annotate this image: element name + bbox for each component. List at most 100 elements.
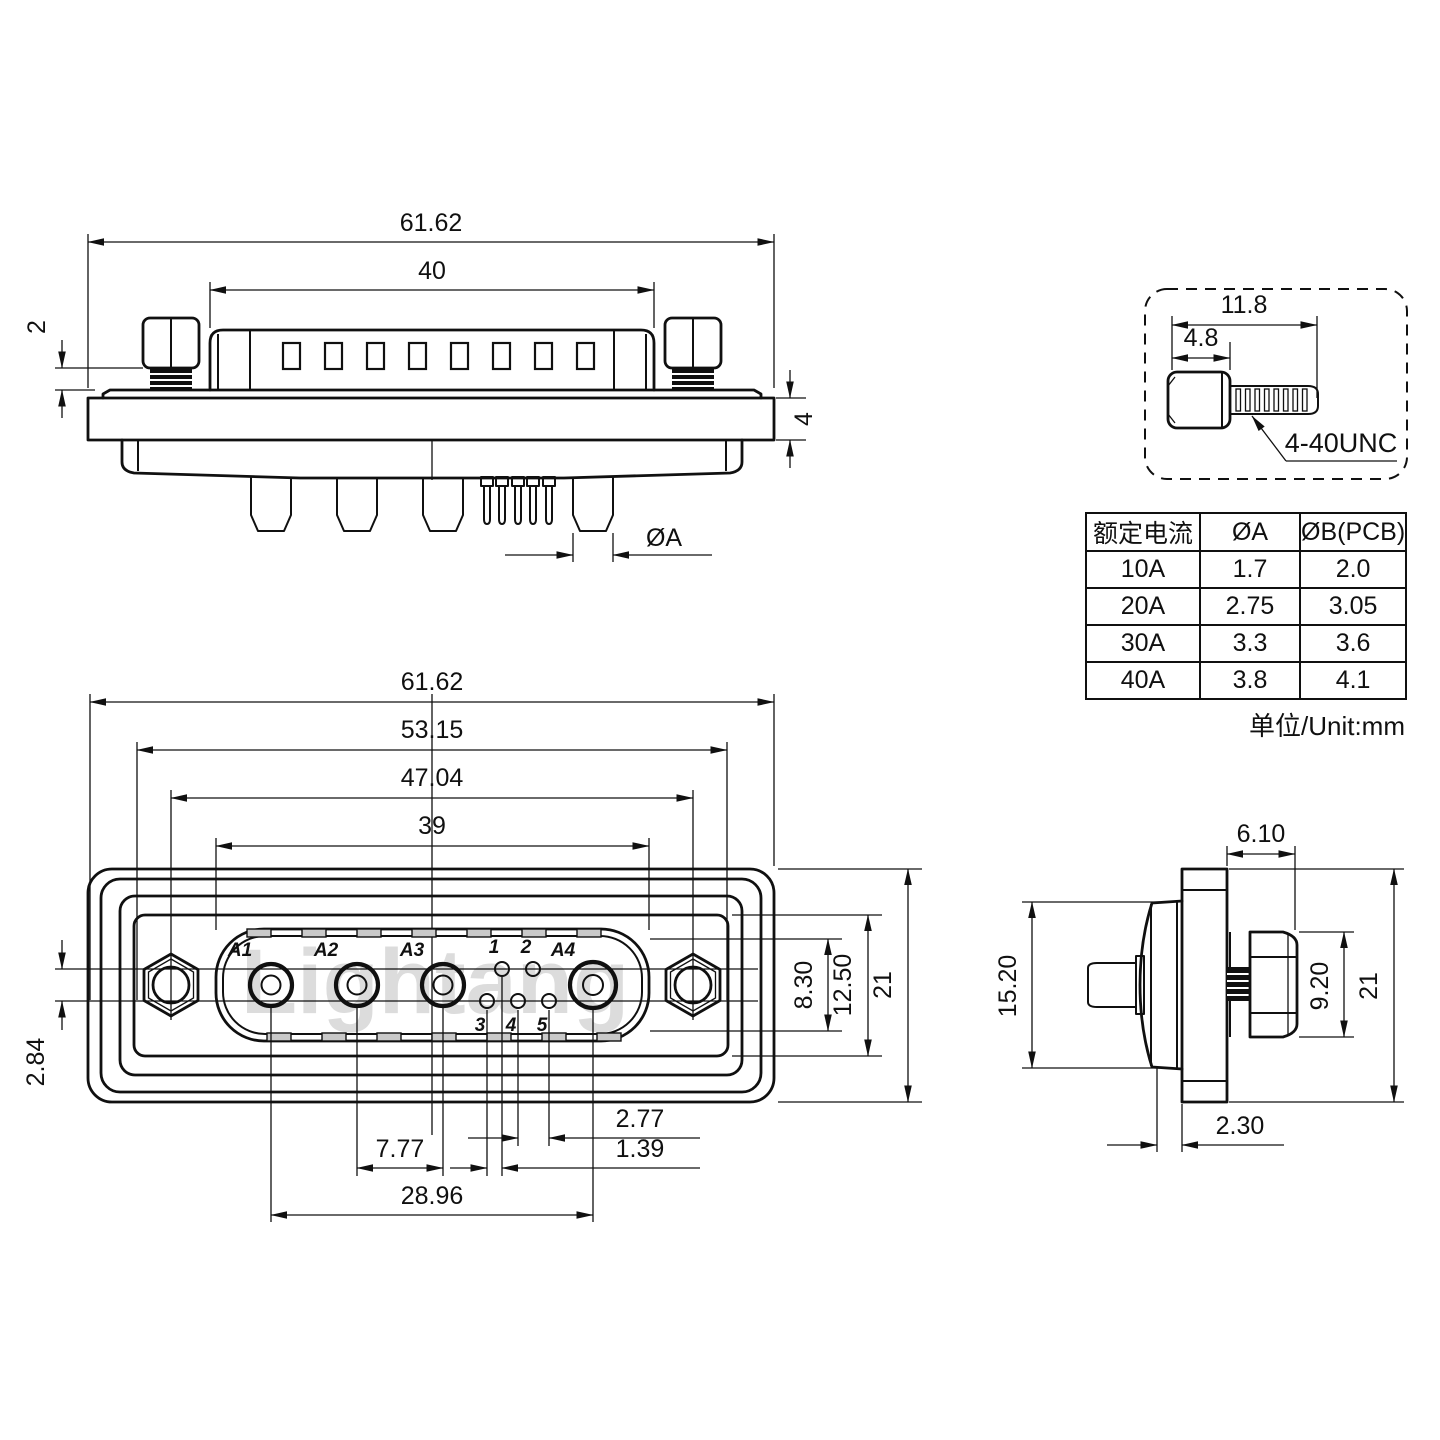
hood-window <box>281 341 302 371</box>
hex-nut-inner <box>147 958 195 1012</box>
contact-label: A3 <box>399 940 425 961</box>
hood-outline <box>208 328 656 392</box>
dim-label-head-length: 4.8 <box>1184 324 1219 352</box>
dim-label-row-offset-h: 1.39 <box>616 1135 665 1163</box>
hood-window <box>575 341 596 371</box>
signal-pin <box>498 486 506 525</box>
power-pin <box>422 477 464 532</box>
power-pin <box>336 477 378 532</box>
thread-slot <box>1301 388 1308 412</box>
cell-dia-b: 2.0 <box>1298 550 1408 589</box>
table-row: 30A 3.3 3.6 <box>1085 624 1408 663</box>
contact-label: A1 <box>227 940 252 961</box>
cell-current: 20A <box>1085 587 1201 626</box>
contact-label: A4 <box>550 940 576 961</box>
hex-nut-inner <box>669 958 717 1012</box>
signal-pin-base <box>526 476 540 487</box>
dim-label-nut-height: 9.20 <box>1306 962 1334 1011</box>
pin-label: 2 <box>520 937 532 958</box>
ground-tab <box>266 1032 292 1042</box>
cell-current: 10A <box>1085 550 1201 589</box>
signal-pin <box>529 486 537 525</box>
pin-label: 4 <box>505 1015 517 1036</box>
dim-label-power-pitch: 7.77 <box>376 1135 425 1163</box>
dim-label-overall-width: 61.62 <box>401 668 464 696</box>
hood-window <box>323 341 344 371</box>
flange-plate <box>86 396 776 442</box>
flange-lip <box>101 388 763 400</box>
cell-dia-a: 3.3 <box>1199 624 1301 663</box>
screw-hole <box>151 965 191 1005</box>
leader-line <box>1251 415 1287 462</box>
dim-label-flange-thickness: 4 <box>790 412 818 426</box>
pin-label: 5 <box>537 1015 548 1036</box>
hood-window <box>407 341 428 371</box>
cell-dia-b: 4.1 <box>1298 661 1408 700</box>
dim-label-pin-pitch: 2.77 <box>616 1105 665 1133</box>
ground-tab <box>576 928 602 938</box>
ground-tab <box>541 1032 567 1042</box>
hood-window <box>449 341 470 371</box>
signal-pin <box>545 486 553 525</box>
dim-label-standoff: 2.30 <box>1216 1112 1265 1140</box>
hood-window <box>533 341 554 371</box>
dim-label-screw-protrusion: 6.10 <box>1237 820 1286 848</box>
signal-pin-base <box>542 476 556 487</box>
thread-slot <box>1273 388 1280 412</box>
pin-label: 1 <box>489 937 500 958</box>
detail-boundary <box>1144 288 1408 480</box>
cell-dia-a: 3.8 <box>1199 661 1301 700</box>
screw-head-chamfer <box>1167 413 1176 424</box>
contact-label: A2 <box>313 940 339 961</box>
table-header-row: 额定电流 ØA ØB(PCB) <box>1085 512 1408 552</box>
ground-tab <box>321 1032 347 1042</box>
power-contact <box>333 961 381 1009</box>
dim-label-overall-width: 61.62 <box>400 209 463 237</box>
thread-slot <box>1292 388 1299 412</box>
dim-label-total-length: 11.8 <box>1221 291 1268 319</box>
dim-label-shell-height: 12.50 <box>829 954 857 1017</box>
spec-table: 额定电流 ØA ØB(PCB) 10A 1.7 2.0 20A 2.75 3.0… <box>1085 512 1408 700</box>
screw-detail: 11.8 4.8 4-40UNC <box>1144 288 1408 480</box>
ground-tab <box>246 928 272 938</box>
cell-current: 30A <box>1085 624 1201 663</box>
signal-pin-base <box>495 476 509 487</box>
ground-tab <box>376 1032 402 1042</box>
screw-thread <box>1227 967 1250 1001</box>
cell-dia-b: 3.05 <box>1298 587 1408 626</box>
contact-pin <box>1087 962 1136 1008</box>
screw-head-chamfer <box>1167 376 1176 387</box>
ground-tab <box>411 928 437 938</box>
table-row: 40A 3.8 4.1 <box>1085 661 1408 700</box>
power-contact <box>419 961 467 1009</box>
signal-pin <box>483 486 491 525</box>
dim-label-row-offset-v: 2.84 <box>22 1038 50 1087</box>
cell-dia-b: 3.6 <box>1298 624 1408 663</box>
header-dia-a: ØA <box>1199 512 1301 552</box>
signal-pin-base <box>480 476 494 487</box>
thread-slot <box>1282 388 1289 412</box>
hex-nut-profile <box>1248 930 1299 1039</box>
power-contact-pin <box>346 974 368 996</box>
mounting-panel <box>132 913 730 1058</box>
power-contact-pin <box>582 974 604 996</box>
flange-plate <box>1180 867 1229 1104</box>
header-rated-current: 额定电流 <box>1085 512 1201 552</box>
table-row: 20A 2.75 3.05 <box>1085 587 1408 626</box>
ground-tab <box>521 928 547 938</box>
ground-tab <box>466 928 492 938</box>
top-view: 61.62 40 <box>23 209 818 562</box>
shell-outline-outer <box>86 867 776 1104</box>
ground-tab <box>301 928 327 938</box>
screw-shaft <box>1229 385 1319 415</box>
thread-slot <box>1263 388 1270 412</box>
signal-pin-base <box>511 476 525 487</box>
cell-dia-a: 2.75 <box>1199 587 1301 626</box>
table-row: 10A 1.7 2.0 <box>1085 550 1408 589</box>
side-view: 15.20 6.10 9.20 21 2.30 <box>994 820 1404 1152</box>
ground-tab <box>596 1032 622 1042</box>
cell-dia-a: 1.7 <box>1199 550 1301 589</box>
shell-outline <box>99 877 763 1094</box>
